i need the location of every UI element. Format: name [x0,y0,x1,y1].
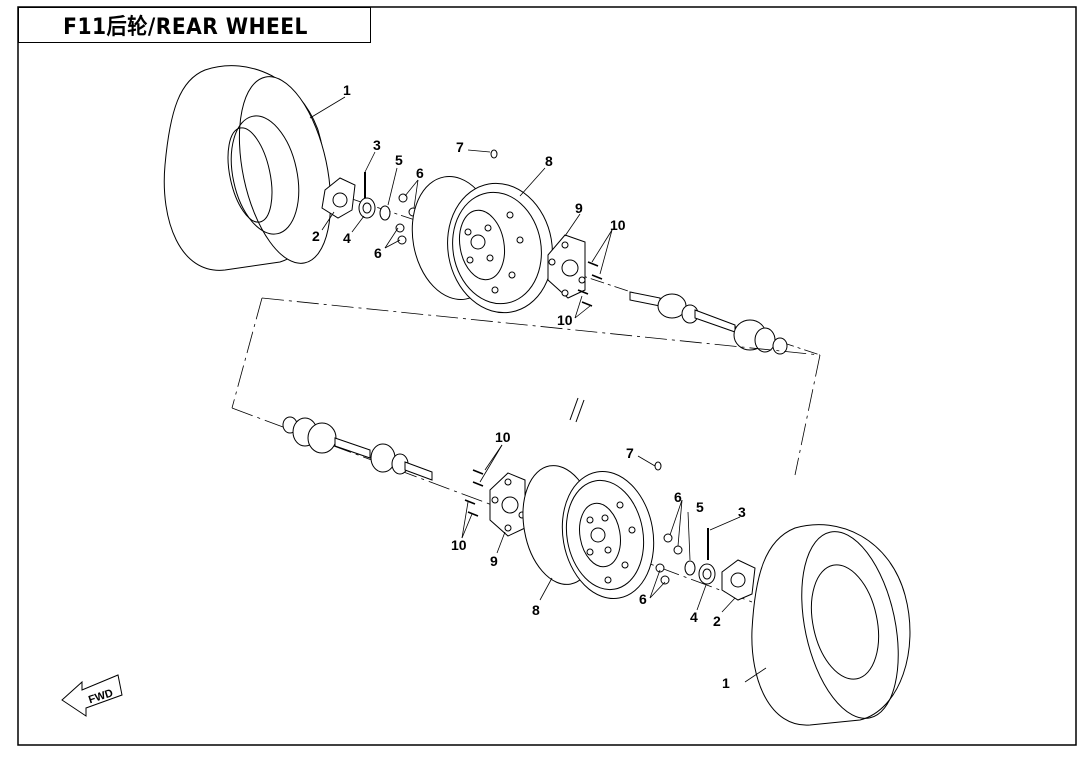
lower-rim [522,465,655,600]
callout-6-upper-a: 6 [416,165,424,181]
upper-tire [163,65,332,271]
callout-3-lower: 3 [738,504,746,520]
callout-4-lower: 4 [690,609,698,625]
lower-hub-cap [721,559,756,601]
callout-7-upper: 7 [456,139,464,155]
callout-5-lower: 5 [696,499,704,515]
callout-10-lower-a: 10 [495,429,511,445]
lower-castle-nut [698,563,716,585]
callout-10-lower-b: 10 [451,537,467,553]
break-mark-1 [569,397,579,421]
callout-4-upper: 4 [343,230,351,246]
upper-castle-nut [358,197,376,219]
lower-studs [464,469,484,517]
page-title: F11后轮/REAR WHEEL [63,15,308,40]
upper-washer [379,205,391,221]
callout-3-upper: 3 [373,137,381,153]
lower-washer [684,560,696,576]
break-mark-2 [575,399,585,423]
callout-10-upper-a: 10 [610,217,626,233]
lower-drive-shaft [282,416,433,481]
callout-5-upper: 5 [395,152,403,168]
callout-8-lower: 8 [532,602,540,618]
leader-lines [309,96,767,683]
upper-rim [411,176,553,314]
callout-2-lower: 2 [713,613,721,629]
upper-studs [577,261,603,307]
callout-7-lower: 7 [626,445,634,461]
callout-6-lower-a: 6 [674,489,682,505]
lower-tire [751,524,911,726]
callout-6-lower-b: 6 [639,591,647,607]
callout-8-upper: 8 [545,153,553,169]
connector-lines [231,297,821,476]
upper-hub-plate [547,234,586,299]
callout-6-upper-b: 6 [374,245,382,261]
upper-hub-cap [321,177,356,219]
callouts: 1 3 5 6 7 8 9 10 2 4 6 10 10 7 6 5 3 10 … [312,82,746,691]
lower-valve [654,461,662,471]
callout-9-upper: 9 [575,200,583,216]
lower-hub-plate [489,472,526,537]
upper-valve [490,149,498,159]
callout-9-lower: 9 [490,553,498,569]
fwd-arrow: FWD [61,674,123,717]
callout-1-lower: 1 [722,675,730,691]
title-box: F11后轮/REAR WHEEL [18,7,371,43]
callout-10-upper-b: 10 [557,312,573,328]
callout-1-upper: 1 [343,82,351,98]
callout-2-upper: 2 [312,228,320,244]
outer-border [17,6,1077,746]
upper-drive-shaft [629,291,788,355]
